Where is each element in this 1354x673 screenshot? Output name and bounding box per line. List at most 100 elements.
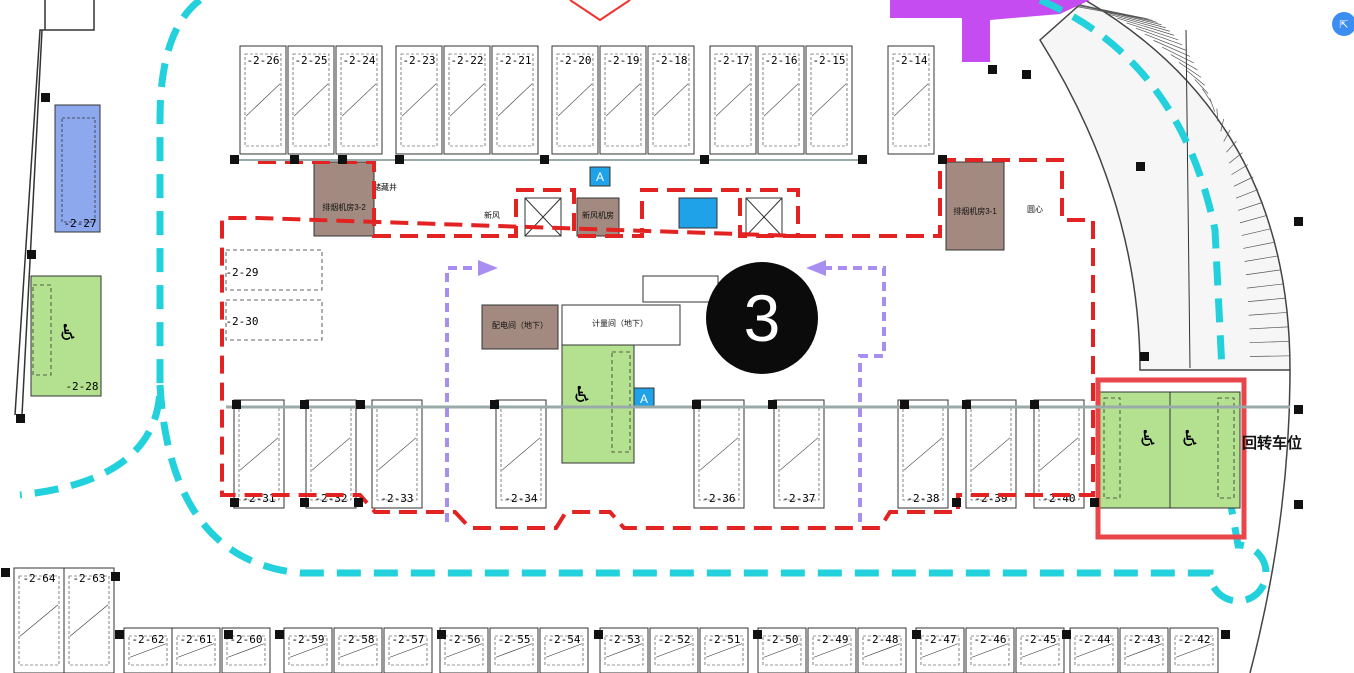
column [290,155,299,164]
zone-outline [220,158,1095,530]
space-label: -2-34 [504,492,537,505]
parking-space: -2-36 [693,399,745,509]
column [230,155,239,164]
space-label: -2-46 [973,633,1006,646]
column [41,93,50,102]
parking-space: -2-58 [333,627,383,673]
room-label: 计量间（地下） [592,318,648,328]
building-number-badge: 3 [706,262,818,374]
column [338,155,347,164]
space-label: -2-43 [1127,633,1160,646]
structural-columns [1,65,1303,639]
space-label: -2-33 [380,492,413,505]
parking-space: -2-33 [371,399,423,509]
space-label: -2-52 [657,633,690,646]
column [1294,500,1303,509]
parking-space: -2-20 [551,45,599,155]
space-label: -2-54 [547,633,580,646]
parking-space: -2-16 [757,45,805,155]
column [900,400,909,409]
parking-space: -2-14 [887,45,935,155]
core-rooms: A A [313,161,1005,409]
space-label: -2-42 [1177,633,1210,646]
bottom-parking-row: -2-64-2-63-2-62-2-61-2-60-2-59-2-58-2-57… [13,567,1219,673]
space-label: -2-36 [702,492,735,505]
space-label: -2-51 [707,633,740,646]
space-label: -2-22 [450,54,483,67]
room-label: 新风 [484,210,500,220]
column [768,400,777,409]
space-label: -2-14 [894,54,927,67]
space-label: -2-25 [294,54,327,67]
room-label: 新风机房 [582,210,614,220]
parking-space: -2-52 [649,627,699,673]
space-label: -2-20 [558,54,591,67]
north-marker [569,0,631,22]
column [111,572,120,581]
entry-ramp-arrow [890,0,1090,62]
room-label: 配电间（地下） [492,320,548,330]
share-icon[interactable]: ⇱ [1332,12,1354,36]
space-label: -2-26 [246,54,279,67]
space-label: -2-60 [229,633,262,646]
parking-space: -2-50 [757,627,807,673]
space-label: -2-24 [342,54,375,67]
column [232,400,241,409]
space-label: -2-17 [716,54,749,67]
parking-space: -2-34 [495,399,547,509]
column [938,155,947,164]
middle-parking-row: -2-31-2-32-2-33-2-34-2-36-2-37-2-38-2-39… [233,399,1221,509]
column [1,568,10,577]
left-space-labels: -2-27 -2-28 [63,217,98,393]
svg-text:♿: ♿ [572,382,592,407]
parking-space: -2-61 [171,627,221,673]
space-label: -2-44 [1077,633,1110,646]
parking-space: -2-38 [897,399,949,509]
highlight-box [1095,377,1247,540]
ramp [1039,0,1291,673]
space-label: -2-57 [391,633,424,646]
parking-space: -2-44 [1069,627,1119,673]
column [1136,162,1145,171]
parking-space: -2-63 [63,567,115,673]
parking-space: -2-21 [491,45,539,155]
column [1090,498,1099,507]
parking-space: -2-49 [807,627,857,673]
space-label: -2-47 [923,633,956,646]
svg-text:♿: ♿ [1138,426,1158,451]
room-label: 圆心 [1027,205,1043,214]
column [858,155,867,164]
space-label: -2-61 [179,633,212,646]
column [354,498,363,507]
column [27,250,36,259]
parking-space: -2-54 [539,627,589,673]
parking-space: -2-37 [773,399,825,509]
space-label: -2-48 [865,633,898,646]
space-label: -2-59 [291,633,324,646]
space-label: -2-37 [782,492,815,505]
column [540,155,549,164]
space-label: -2-28 [65,380,98,393]
room-label: 储藏井 [373,182,397,192]
space-label: -2-50 [765,633,798,646]
column [490,400,499,409]
space-label: -2-55 [497,633,530,646]
accessible-spaces: ♿ ♿ ♿ [561,344,1241,509]
column [1030,400,1039,409]
space-label: -2-64 [22,572,55,585]
column [1140,352,1149,361]
parking-space: -2-15 [805,45,853,155]
column [16,414,25,423]
parking-space: -2-56 [439,627,489,673]
parking-space: -2-31 [233,399,285,509]
column [224,630,233,639]
walking-path [820,266,886,522]
accessible-marker: A [596,170,604,184]
column [952,498,961,507]
parking-space: -2-48 [857,627,907,673]
parking-space: -2-60 [221,627,271,673]
parking-space: -2-46 [965,627,1015,673]
parking-space: -2-32 [305,399,357,509]
column [988,65,997,74]
